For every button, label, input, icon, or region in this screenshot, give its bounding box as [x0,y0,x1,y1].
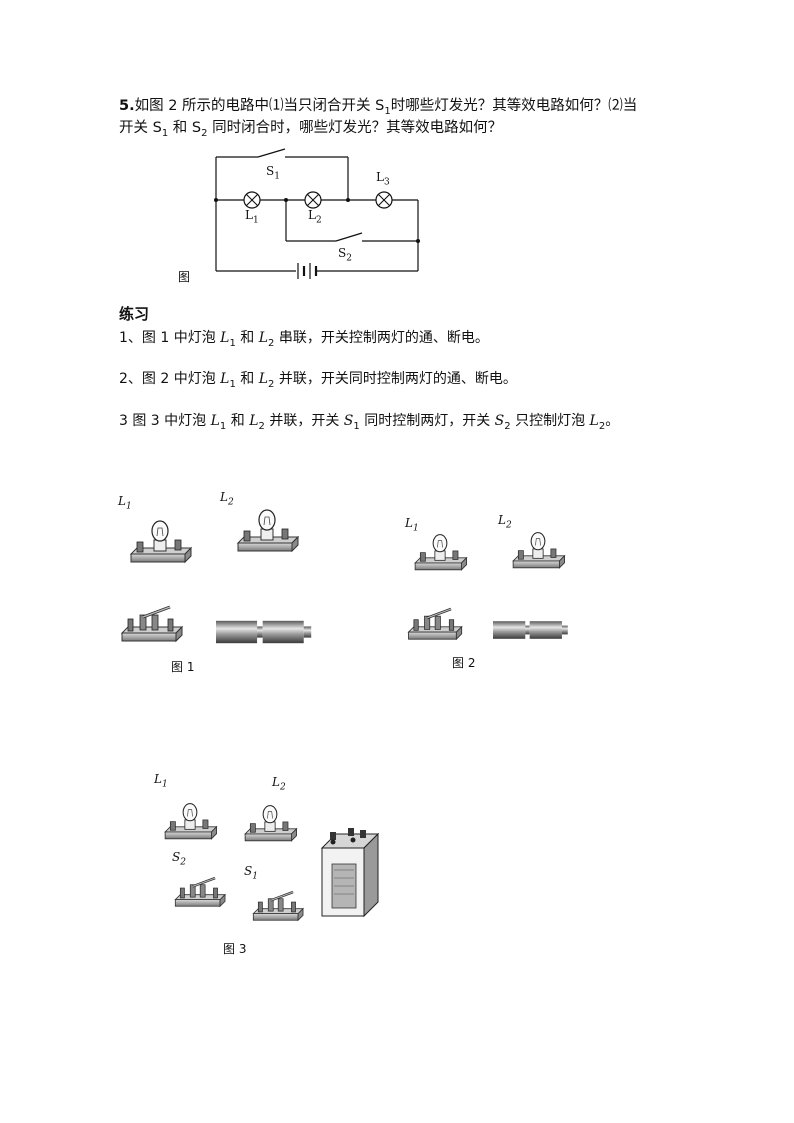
circuit-label-s2: S2 [338,246,352,264]
fig1-caption: 图 1 [171,660,195,674]
fig2-label-l2: L2 [498,513,512,531]
fig3-switch-s2 [172,876,230,910]
fig3-label-l2: L2 [272,775,286,793]
fig3-label-l1: L1 [154,772,168,790]
circuit-label-l1: L1 [245,208,259,226]
fig2-caption: 图 2 [452,656,476,670]
question-5-line-1: 5.如图 2 所示的电路中⑴当只闭合开关 S1时哪些灯发光？其等效电路如何？⑵当 [119,98,638,117]
fig2-bulb-l2 [508,530,568,573]
fig1-bulb-l1 [125,518,195,568]
practice-answer-1: 1、图 1 中灯泡 L1 和 L2 串联，开关控制两灯的通、断电。 [119,330,489,349]
fig1-bulb-l2 [232,507,302,557]
practice-answer-2: 2、图 2 中灯泡 L1 和 L2 并联，开关同时控制两灯的通、断电。 [119,371,517,390]
fig3-switch-s1 [250,890,308,924]
fig1-label-l2: L2 [220,490,234,508]
practice-heading: 练习 [119,305,150,323]
circuit-diagram [214,148,420,279]
circuit-label-l3: L3 [376,170,390,188]
question-5-line-2: 开关 S1 和 S2 同时闭合时，哪些灯发光？其等效电路如何？ [119,120,503,139]
fig2-switch [405,607,467,643]
fig3-bulb-l2 [240,802,300,847]
fig2-bulb-l1 [410,532,470,575]
circuit-label-s1: S1 [266,164,280,182]
fig2-battery-cells [493,617,581,643]
fig3-bulb-l1 [160,800,220,845]
fig3-label-s1: S1 [244,864,258,882]
fig1-switch [118,605,188,645]
practice-answer-3: 3 图 3 中灯泡 L1 和 L2 并联，开关 S1 同时控制两灯，开关 S2 … [119,413,620,432]
circuit-figure-label: 图 [178,270,191,284]
fig3-label-s2: S2 [172,850,186,868]
fig2-label-l1: L1 [405,516,419,534]
fig3-battery-box [320,828,380,918]
fig1-battery-cells [216,617,328,647]
fig1-label-l1: L1 [118,494,132,512]
circuit-label-l2: L2 [308,208,322,226]
fig3-caption: 图 3 [223,942,247,956]
